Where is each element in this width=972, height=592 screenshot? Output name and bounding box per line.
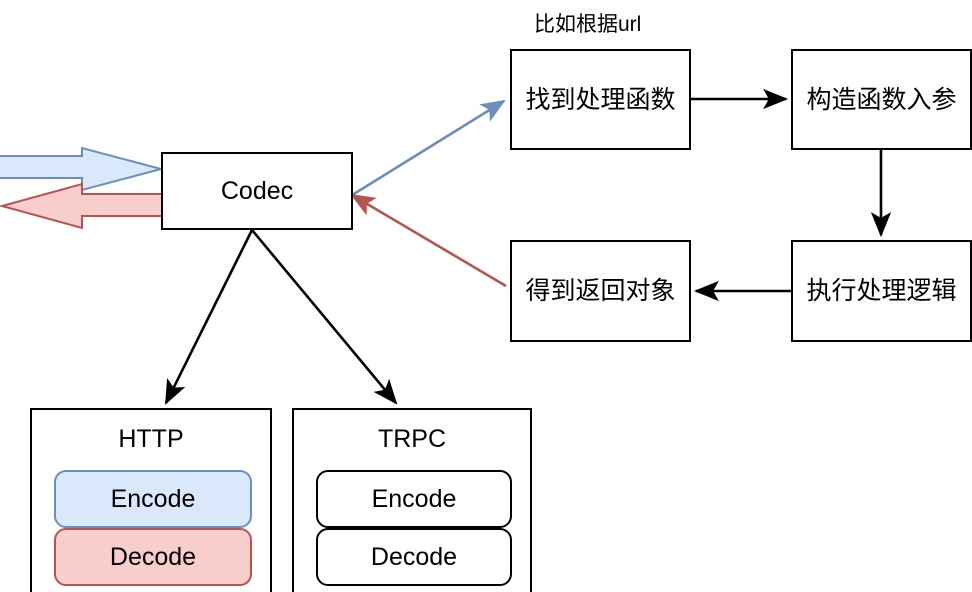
response-block-arrow-out-icon [0,182,167,230]
node-exec-logic-label: 执行处理逻辑 [806,277,957,305]
node-http-decode-label: Decode [109,543,197,571]
node-http[interactable]: HTTP Encode Decode [30,408,272,592]
node-http-decode[interactable]: Decode [54,528,252,586]
arrow-codec-to-trpc [251,229,398,405]
node-exec-logic[interactable]: 执行处理逻辑 [791,240,972,342]
node-codec[interactable]: Codec [161,152,353,230]
node-trpc-encode-label: Encode [371,485,457,513]
node-get-response[interactable]: 得到返回对象 [510,240,691,342]
node-codec-label: Codec [220,177,294,205]
node-trpc-decode-label: Decode [370,543,458,571]
node-trpc-encode[interactable]: Encode [316,470,512,528]
arrow-codec-to-find-handler [348,99,506,199]
node-trpc[interactable]: TRPC Encode Decode [292,408,532,592]
arrow-codec-to-http [164,229,254,405]
node-trpc-title: TRPC [377,425,447,453]
node-get-response-label: 得到返回对象 [525,277,676,305]
node-find-handler[interactable]: 找到处理函数 [510,49,691,150]
note-label: 比如根据url [534,13,642,36]
node-build-args[interactable]: 构造函数入参 [791,49,972,150]
node-trpc-decode[interactable]: Decode [316,528,512,586]
arrow-get-response-to-codec [350,193,507,288]
node-find-handler-label: 找到处理函数 [525,85,676,114]
request-block-arrow-in-icon [0,146,165,192]
node-build-args-label: 构造函数入参 [806,85,957,114]
node-http-title: HTTP [118,425,184,453]
node-http-encode[interactable]: Encode [54,470,252,528]
node-http-encode-label: Encode [110,485,196,513]
